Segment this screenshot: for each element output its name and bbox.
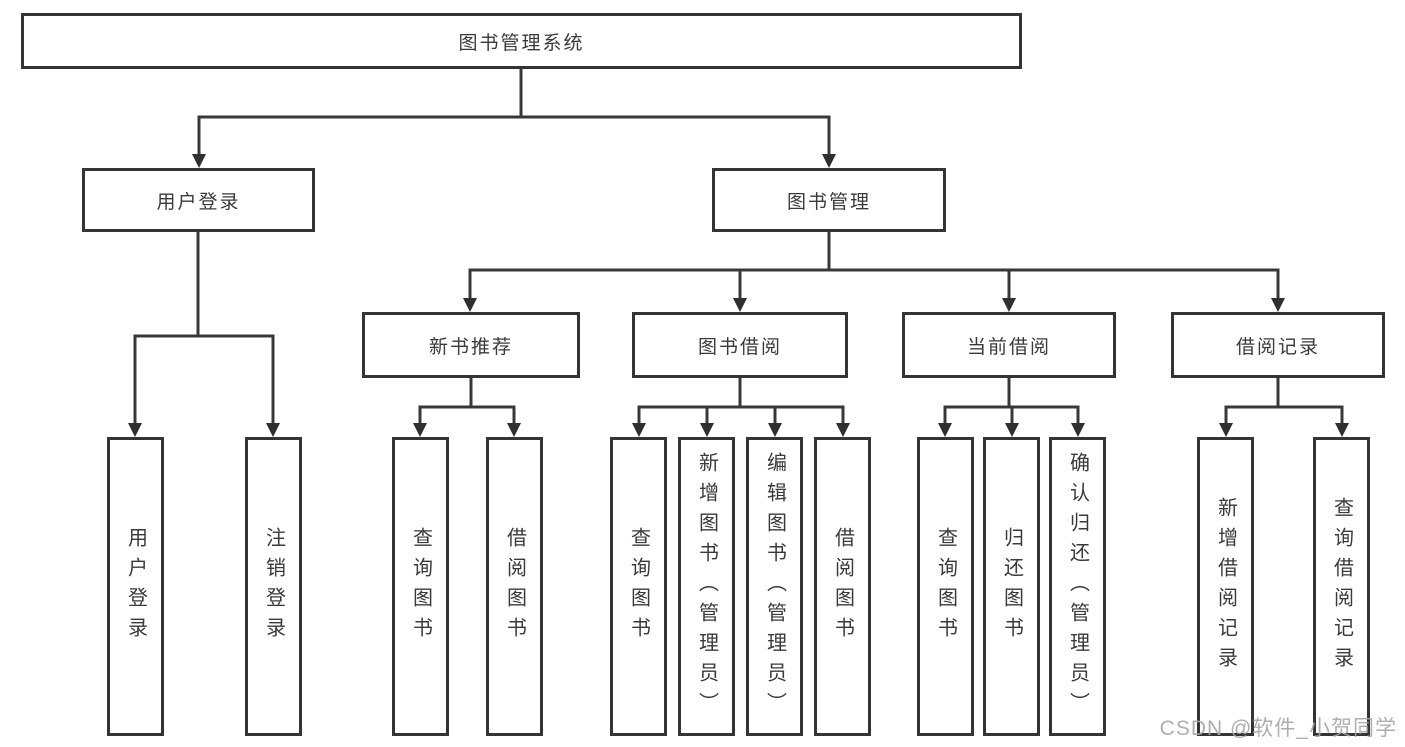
node-borrow-records: 借阅记录 xyxy=(1171,312,1385,378)
node-library-management-system: 图书管理系统 xyxy=(21,13,1022,69)
leaf-borrow-edit-books-admin: 编辑图书（管理员） xyxy=(746,437,803,736)
leaf-current-return-books: 归还图书 xyxy=(983,437,1040,736)
leaf-borrow-add-books-admin: 新增图书（管理员） xyxy=(678,437,735,736)
node-book-management: 图书管理 xyxy=(712,168,946,232)
leaf-records-add-record: 新增借阅记录 xyxy=(1197,437,1254,736)
leaf-logout-login: 注销登录 xyxy=(245,437,302,736)
leaf-newrec-query-books: 查询图书 xyxy=(392,437,449,736)
leaf-borrow-borrow-books: 借阅图书 xyxy=(814,437,871,736)
leaf-current-query-books: 查询图书 xyxy=(917,437,974,736)
node-new-book-recommend: 新书推荐 xyxy=(362,312,580,378)
csdn-watermark: CSDN @软件_小贺同学 xyxy=(1159,717,1397,740)
leaf-newrec-borrow-books: 借阅图书 xyxy=(486,437,543,736)
node-book-borrow: 图书借阅 xyxy=(632,312,848,378)
leaf-user-login: 用户登录 xyxy=(107,437,164,736)
node-user-login: 用户登录 xyxy=(82,168,315,232)
node-current-borrow: 当前借阅 xyxy=(902,312,1116,378)
leaf-current-confirm-return-admin: 确认归还（管理员） xyxy=(1049,437,1106,736)
leaf-records-query-record: 查询借阅记录 xyxy=(1313,437,1370,736)
leaf-borrow-query-books: 查询图书 xyxy=(610,437,667,736)
